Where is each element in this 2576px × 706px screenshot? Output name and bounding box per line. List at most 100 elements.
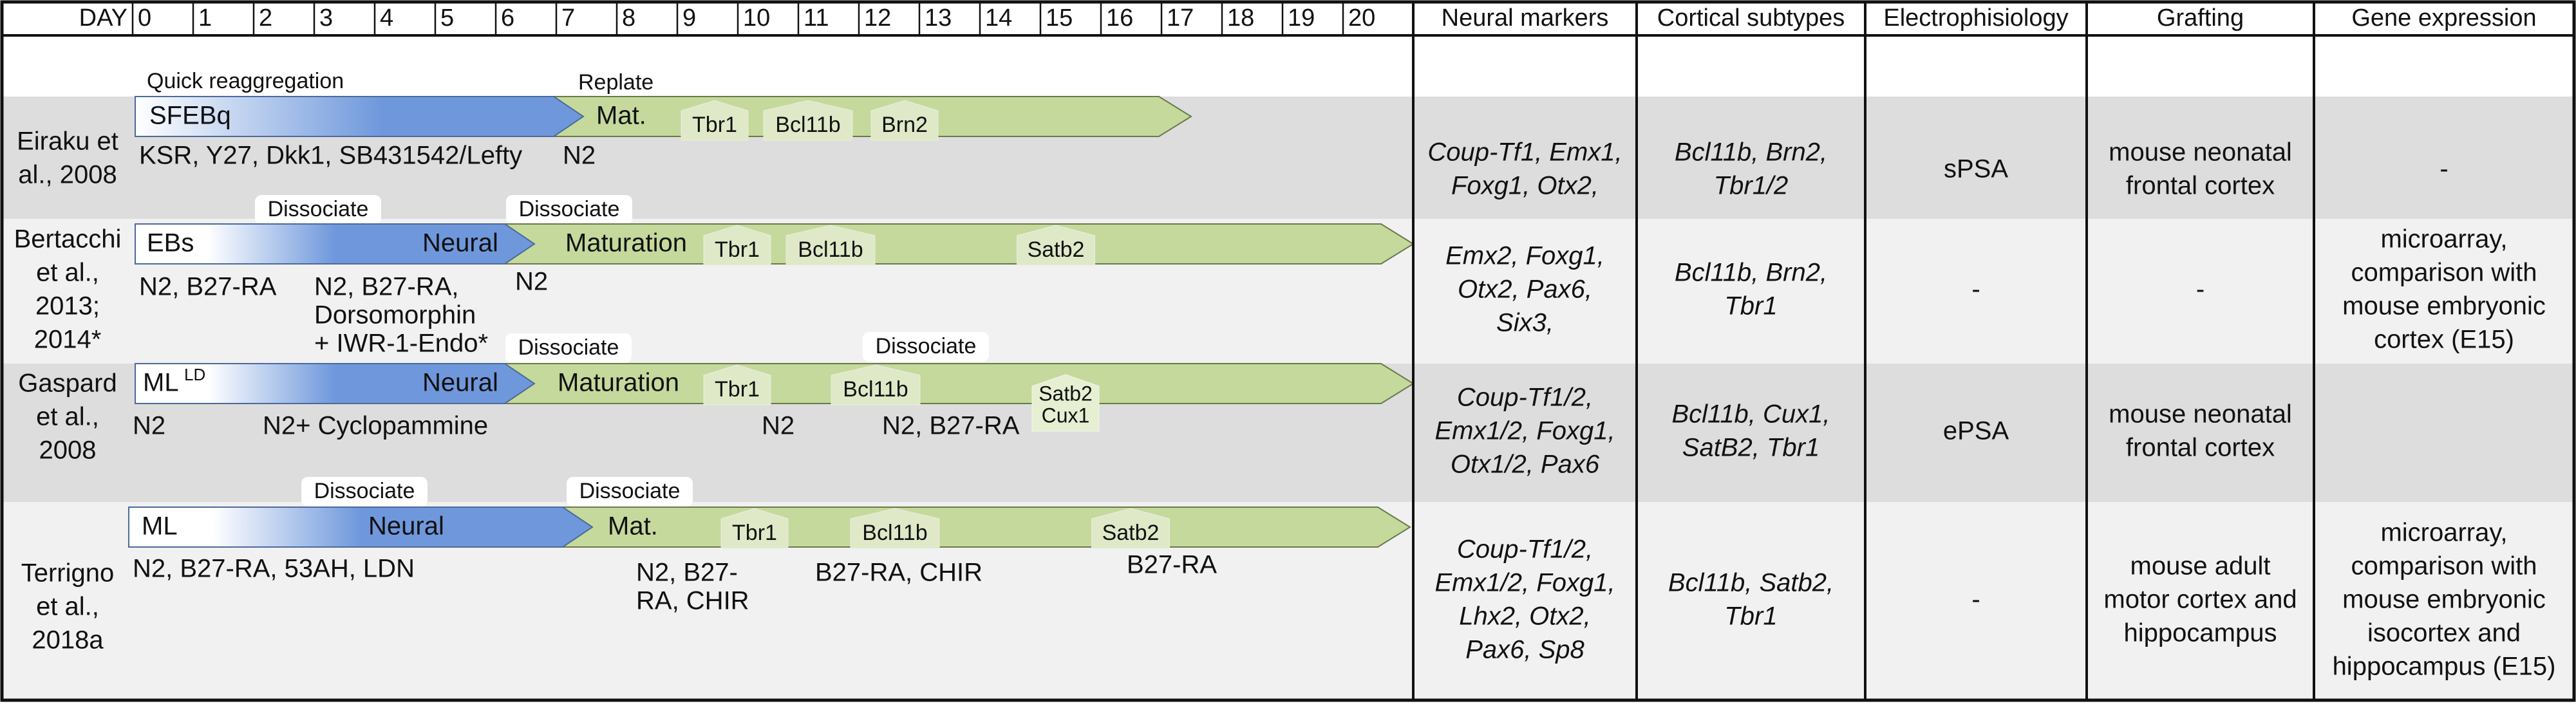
day-tick-label: 3 — [319, 5, 333, 32]
sfebq-arrow — [135, 96, 585, 137]
media-text: KSR, Y27, Dkk1, SB431542/Lefty — [139, 142, 522, 170]
day-tick-label: 10 — [743, 5, 770, 32]
marker-bcl11b: Bcl11b — [862, 521, 927, 545]
gene-expression-cell: hippocampus (E15) — [2333, 653, 2556, 681]
neural-label: Neural — [422, 369, 498, 397]
marker-bcl11b: Bcl11b — [775, 113, 840, 137]
neural-label: Neural — [422, 229, 498, 257]
eb-arrow — [135, 223, 536, 265]
study-name: Gaspard — [18, 369, 117, 398]
study-name: et al., — [36, 403, 99, 431]
neural-markers-cell: Coup-Tf1, Emx1, — [1427, 138, 1622, 167]
neural-markers-cell: Otx2, Pax6, — [1458, 275, 1592, 304]
marker-satb2: Satb2 — [1102, 521, 1160, 545]
study-name: Bertacchi — [14, 225, 122, 254]
neural-markers-cell: Foxg1, Otx2, — [1451, 172, 1599, 200]
replate-label: Replate — [578, 70, 653, 95]
electrophysiology-cell: - — [1971, 586, 1980, 614]
cortical-subtypes-cell: Bcl11b, Cux1, — [1671, 400, 1830, 429]
study-name: 2008 — [39, 436, 97, 465]
day-tick-label: 1 — [198, 5, 212, 32]
marker-badge — [1031, 374, 1100, 432]
marker-cux1: Cux1 — [1042, 404, 1090, 427]
dissociate-tag — [255, 195, 381, 225]
cortical-subtypes-cell: Tbr1 — [1724, 292, 1777, 320]
grafting-cell: hippocampus — [2124, 619, 2277, 647]
marker-badge — [1017, 225, 1095, 266]
day-tick-label: 14 — [985, 5, 1012, 32]
marker-brn2: Brn2 — [881, 113, 928, 137]
neural-markers-cell: Emx1/2, Foxg1, — [1434, 569, 1615, 597]
dissociate-tag — [863, 332, 989, 362]
gene-expression-cell: mouse embryonic — [2342, 292, 2546, 320]
neural-markers-cell: Emx2, Foxg1, — [1445, 242, 1604, 270]
neural-markers-cell: Six3, — [1496, 309, 1554, 337]
neural-markers-cell: Emx1/2, Foxg1, — [1434, 417, 1615, 445]
spacer-band — [2, 35, 2574, 97]
dissociate-label: Dissociate — [876, 334, 977, 358]
marker-badge — [785, 225, 876, 266]
day-tick-label: 0 — [138, 5, 151, 32]
media-text: N2 — [515, 268, 548, 296]
marker-tbr1: Tbr1 — [715, 237, 760, 262]
study-name: et al., — [36, 259, 99, 287]
dissociate-tag — [301, 477, 428, 506]
ebs-label: EBs — [147, 229, 194, 257]
grafting-cell: frontal cortex — [2126, 434, 2275, 462]
marker-badge — [870, 100, 939, 141]
marker-satb2: Satb2 — [1028, 237, 1085, 262]
day-tick-label: 6 — [501, 5, 514, 32]
grafting-cell: mouse adult — [2130, 552, 2271, 581]
ml-label: ML — [142, 512, 178, 541]
study-name: Terrigno — [21, 559, 115, 588]
mat-label: Mat. — [596, 102, 646, 130]
media-text: B27-RA, CHIR — [815, 559, 982, 587]
ml-ld-label: ML — [143, 369, 179, 397]
grafting-cell: - — [2196, 275, 2205, 304]
ml-arrow — [135, 363, 536, 404]
day-tick-label: 5 — [440, 5, 454, 32]
media-text: N2+ Cyclopammine — [263, 412, 488, 440]
gene-expression-cell: isocortex and — [2367, 619, 2521, 647]
day-tick-label: 16 — [1106, 5, 1133, 32]
electrophysiology-cell: ePSA — [1943, 417, 2009, 445]
study-name: Eiraku et — [17, 127, 118, 156]
marker-badge — [681, 100, 749, 141]
cortical-subtypes-cell: SatB2, Tbr1 — [1682, 434, 1819, 462]
media-text: + IWR-1-Endo* — [314, 330, 488, 358]
day-tick-label: 20 — [1348, 5, 1375, 32]
gene-expression-cell: mouse embryonic — [2342, 586, 2546, 614]
marker-badge — [703, 364, 771, 405]
column-header: Neural markers — [1442, 5, 1609, 32]
media-text: RA, CHIR — [636, 587, 749, 615]
electrophysiology-cell: sPSA — [1944, 155, 2008, 183]
study-name: 2013; — [35, 292, 100, 320]
gene-expression-cell: comparison with — [2351, 552, 2537, 581]
gene-expression-cell: comparison with — [2351, 259, 2537, 287]
cortical-subtypes-cell: Bcl11b, Brn2, — [1675, 259, 1827, 287]
neural-label: Neural — [368, 512, 444, 541]
media-text: N2, B27-RA — [882, 412, 1020, 440]
dissociate-label: Dissociate — [314, 479, 415, 503]
day-tick-label: 15 — [1046, 5, 1073, 32]
media-text: Dorsomorphin — [314, 301, 476, 330]
mat-label: Mat. — [608, 512, 658, 541]
media-text: N2 — [762, 412, 794, 440]
maturation-label: Maturation — [565, 229, 687, 257]
neural-markers-cell: Pax6, Sp8 — [1465, 636, 1584, 664]
marker-badge — [703, 225, 771, 266]
marker-badge — [763, 100, 853, 141]
day-tick-label: 12 — [864, 5, 891, 32]
maturation-arrow — [559, 506, 1411, 548]
column-header: Cortical subtypes — [1657, 5, 1845, 32]
marker-bcl11b: Bcl11b — [798, 237, 863, 262]
column-header: Electrophisiology — [1883, 5, 2068, 32]
neural-markers-cell: Coup-Tf1/2, — [1457, 384, 1593, 412]
media-text: N2, B27-RA, — [314, 273, 459, 301]
media-text: N2 — [563, 142, 596, 170]
neural-markers-cell: Otx1/2, Pax6 — [1451, 451, 1600, 479]
neural-markers-cell: Coup-Tf1/2, — [1457, 535, 1593, 564]
day-tick-label: 19 — [1288, 5, 1315, 32]
